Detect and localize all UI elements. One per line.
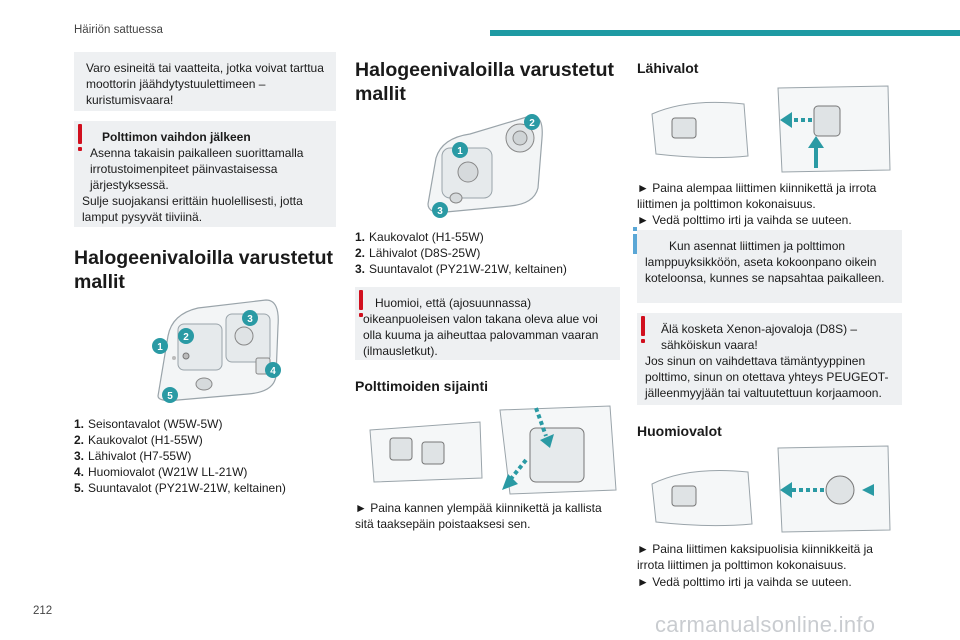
warning-title: Polttimon vaihdon jälkeen xyxy=(102,130,251,144)
list-item: 2.Kaukovalot (H1-55W) xyxy=(74,432,336,448)
info-icon xyxy=(633,227,637,231)
list-item: 3.Lähivalot (H7-55W) xyxy=(74,448,336,464)
warning-box-hot-area: Huomioi, että (ajosuunnassa) oikeanpuole… xyxy=(355,287,620,360)
list-text: Lähivalot (H7-55W) xyxy=(88,449,192,463)
list-text: Lähivalot (D8S-25W) xyxy=(369,246,481,260)
section-heading: Halogeenivaloilla varustetut mallit xyxy=(74,247,333,293)
list-num: 5. xyxy=(74,481,85,495)
list-num: 1. xyxy=(74,417,85,431)
list-item: 4.Huomiovalot (W21W LL-21W) xyxy=(74,464,336,480)
instruction-step: ► Paina liittimen kaksipuolisia kiinnikk… xyxy=(637,542,873,572)
list-item: 2.Lähivalot (D8S-25W) xyxy=(355,245,620,261)
warning-icon xyxy=(359,290,363,310)
warning-box-xenon: Älä kosketa Xenon-ajovaloja (D8S) – sähk… xyxy=(637,313,902,405)
callout-badge xyxy=(432,202,448,218)
callout-badge xyxy=(265,362,281,378)
callout-label: 2 xyxy=(529,118,535,129)
subheading: Polttimoiden sijainti xyxy=(355,378,489,394)
low-beam-diagram xyxy=(651,85,891,173)
list-item: 5.Suuntavalot (PY21W-21W, keltainen) xyxy=(74,480,336,496)
list-num: 2. xyxy=(355,246,366,260)
warning-text-2: Jos sinun on vaihdettava tämäntyyppinen … xyxy=(645,354,889,400)
headlamp-diagram-halogen: 1 2 3 4 5 xyxy=(152,299,281,403)
warning-icon-dot xyxy=(78,147,82,151)
info-text: Kun asennat liittimen ja polttimon lampp… xyxy=(645,239,885,285)
callout-badge xyxy=(152,338,168,354)
bulb-list: 1.Seisontavalot (W5W-5W) 2.Kaukovalot (H… xyxy=(74,416,336,496)
callout-label: 3 xyxy=(437,206,443,217)
callout-label: 4 xyxy=(270,366,276,377)
note-text: Varo esineitä tai vaatteita, jotka voiva… xyxy=(86,61,324,107)
warning-icon xyxy=(641,316,645,336)
instruction-step: ► Paina kannen ylempää kiinnikettä ja ka… xyxy=(355,501,602,531)
instruction-step: ► Vedä polttimo irti ja vaihda se uuteen… xyxy=(637,575,852,589)
daytime-light-diagram xyxy=(651,445,891,533)
page-number: 212 xyxy=(33,605,53,617)
callout-badge xyxy=(162,387,178,403)
list-text: Suuntavalot (PY21W-21W, keltainen) xyxy=(88,481,286,495)
callout-label: 5 xyxy=(167,391,173,402)
warning-text-2: Sulje suojakansi erittäin huolellisesti,… xyxy=(82,194,303,224)
info-icon-stem xyxy=(633,234,637,254)
subheading: Lähivalot xyxy=(637,60,699,76)
list-num: 4. xyxy=(74,465,85,479)
list-num: 2. xyxy=(74,433,85,447)
watermark: carmanualsonline.info xyxy=(655,612,876,637)
instruction-step: ► Vedä polttimo irti ja vaihda se uuteen… xyxy=(637,213,852,227)
warning-text: Älä kosketa Xenon-ajovaloja (D8S) – sähk… xyxy=(661,322,858,352)
subheading: Huomiovalot xyxy=(637,423,722,439)
list-num: 3. xyxy=(74,449,85,463)
warning-text: Asenna takaisin paikalleen suorittamalla… xyxy=(90,146,304,192)
list-text: Suuntavalot (PY21W-21W, keltainen) xyxy=(369,262,567,276)
note-box-fan: Varo esineitä tai vaatteita, jotka voiva… xyxy=(74,52,336,111)
info-box-installation: Kun asennat liittimen ja polttimon lampp… xyxy=(633,227,902,303)
callout-badge xyxy=(452,142,468,158)
callout-badge xyxy=(524,114,540,130)
section-heading: Halogeenivaloilla varustetut mallit xyxy=(355,59,614,105)
warning-icon xyxy=(78,124,82,144)
callout-badge xyxy=(178,328,194,344)
header-section-title: Häiriön sattuessa xyxy=(74,24,163,36)
list-item: 1.Seisontavalot (W5W-5W) xyxy=(74,416,336,432)
callout-label: 2 xyxy=(183,332,189,343)
list-item: 1.Kaukovalot (H1-55W) xyxy=(355,229,620,245)
list-text: Kaukovalot (H1-55W) xyxy=(88,433,203,447)
list-item: 3.Suuntavalot (PY21W-21W, keltainen) xyxy=(355,261,620,277)
warning-text: Huomioi, että (ajosuunnassa) oikeanpuole… xyxy=(363,296,599,358)
instruction-step: ► Paina alempaa liittimen kiinnikettä ja… xyxy=(637,181,877,211)
bulb-list: 1.Kaukovalot (H1-55W) 2.Lähivalot (D8S-2… xyxy=(355,229,620,277)
warning-icon-dot xyxy=(359,313,363,317)
list-text: Seisontavalot (W5W-5W) xyxy=(88,417,223,431)
headlamp-diagram-xenon: 1 2 3 xyxy=(427,114,543,218)
list-num: 3. xyxy=(355,262,366,276)
warning-icon-dot xyxy=(641,339,645,343)
warning-box-after-replacement: Polttimon vaihdon jälkeen Asenna takaisi… xyxy=(74,121,336,227)
bulb-location-diagram xyxy=(369,405,617,495)
callout-label: 3 xyxy=(247,314,253,325)
list-text: Huomiovalot (W21W LL-21W) xyxy=(88,465,248,479)
callout-badge xyxy=(242,310,258,326)
list-num: 1. xyxy=(355,230,366,244)
header-accent-bar xyxy=(490,30,960,36)
list-text: Kaukovalot (H1-55W) xyxy=(369,230,484,244)
callout-label: 1 xyxy=(157,342,163,353)
callout-label: 1 xyxy=(457,146,463,157)
